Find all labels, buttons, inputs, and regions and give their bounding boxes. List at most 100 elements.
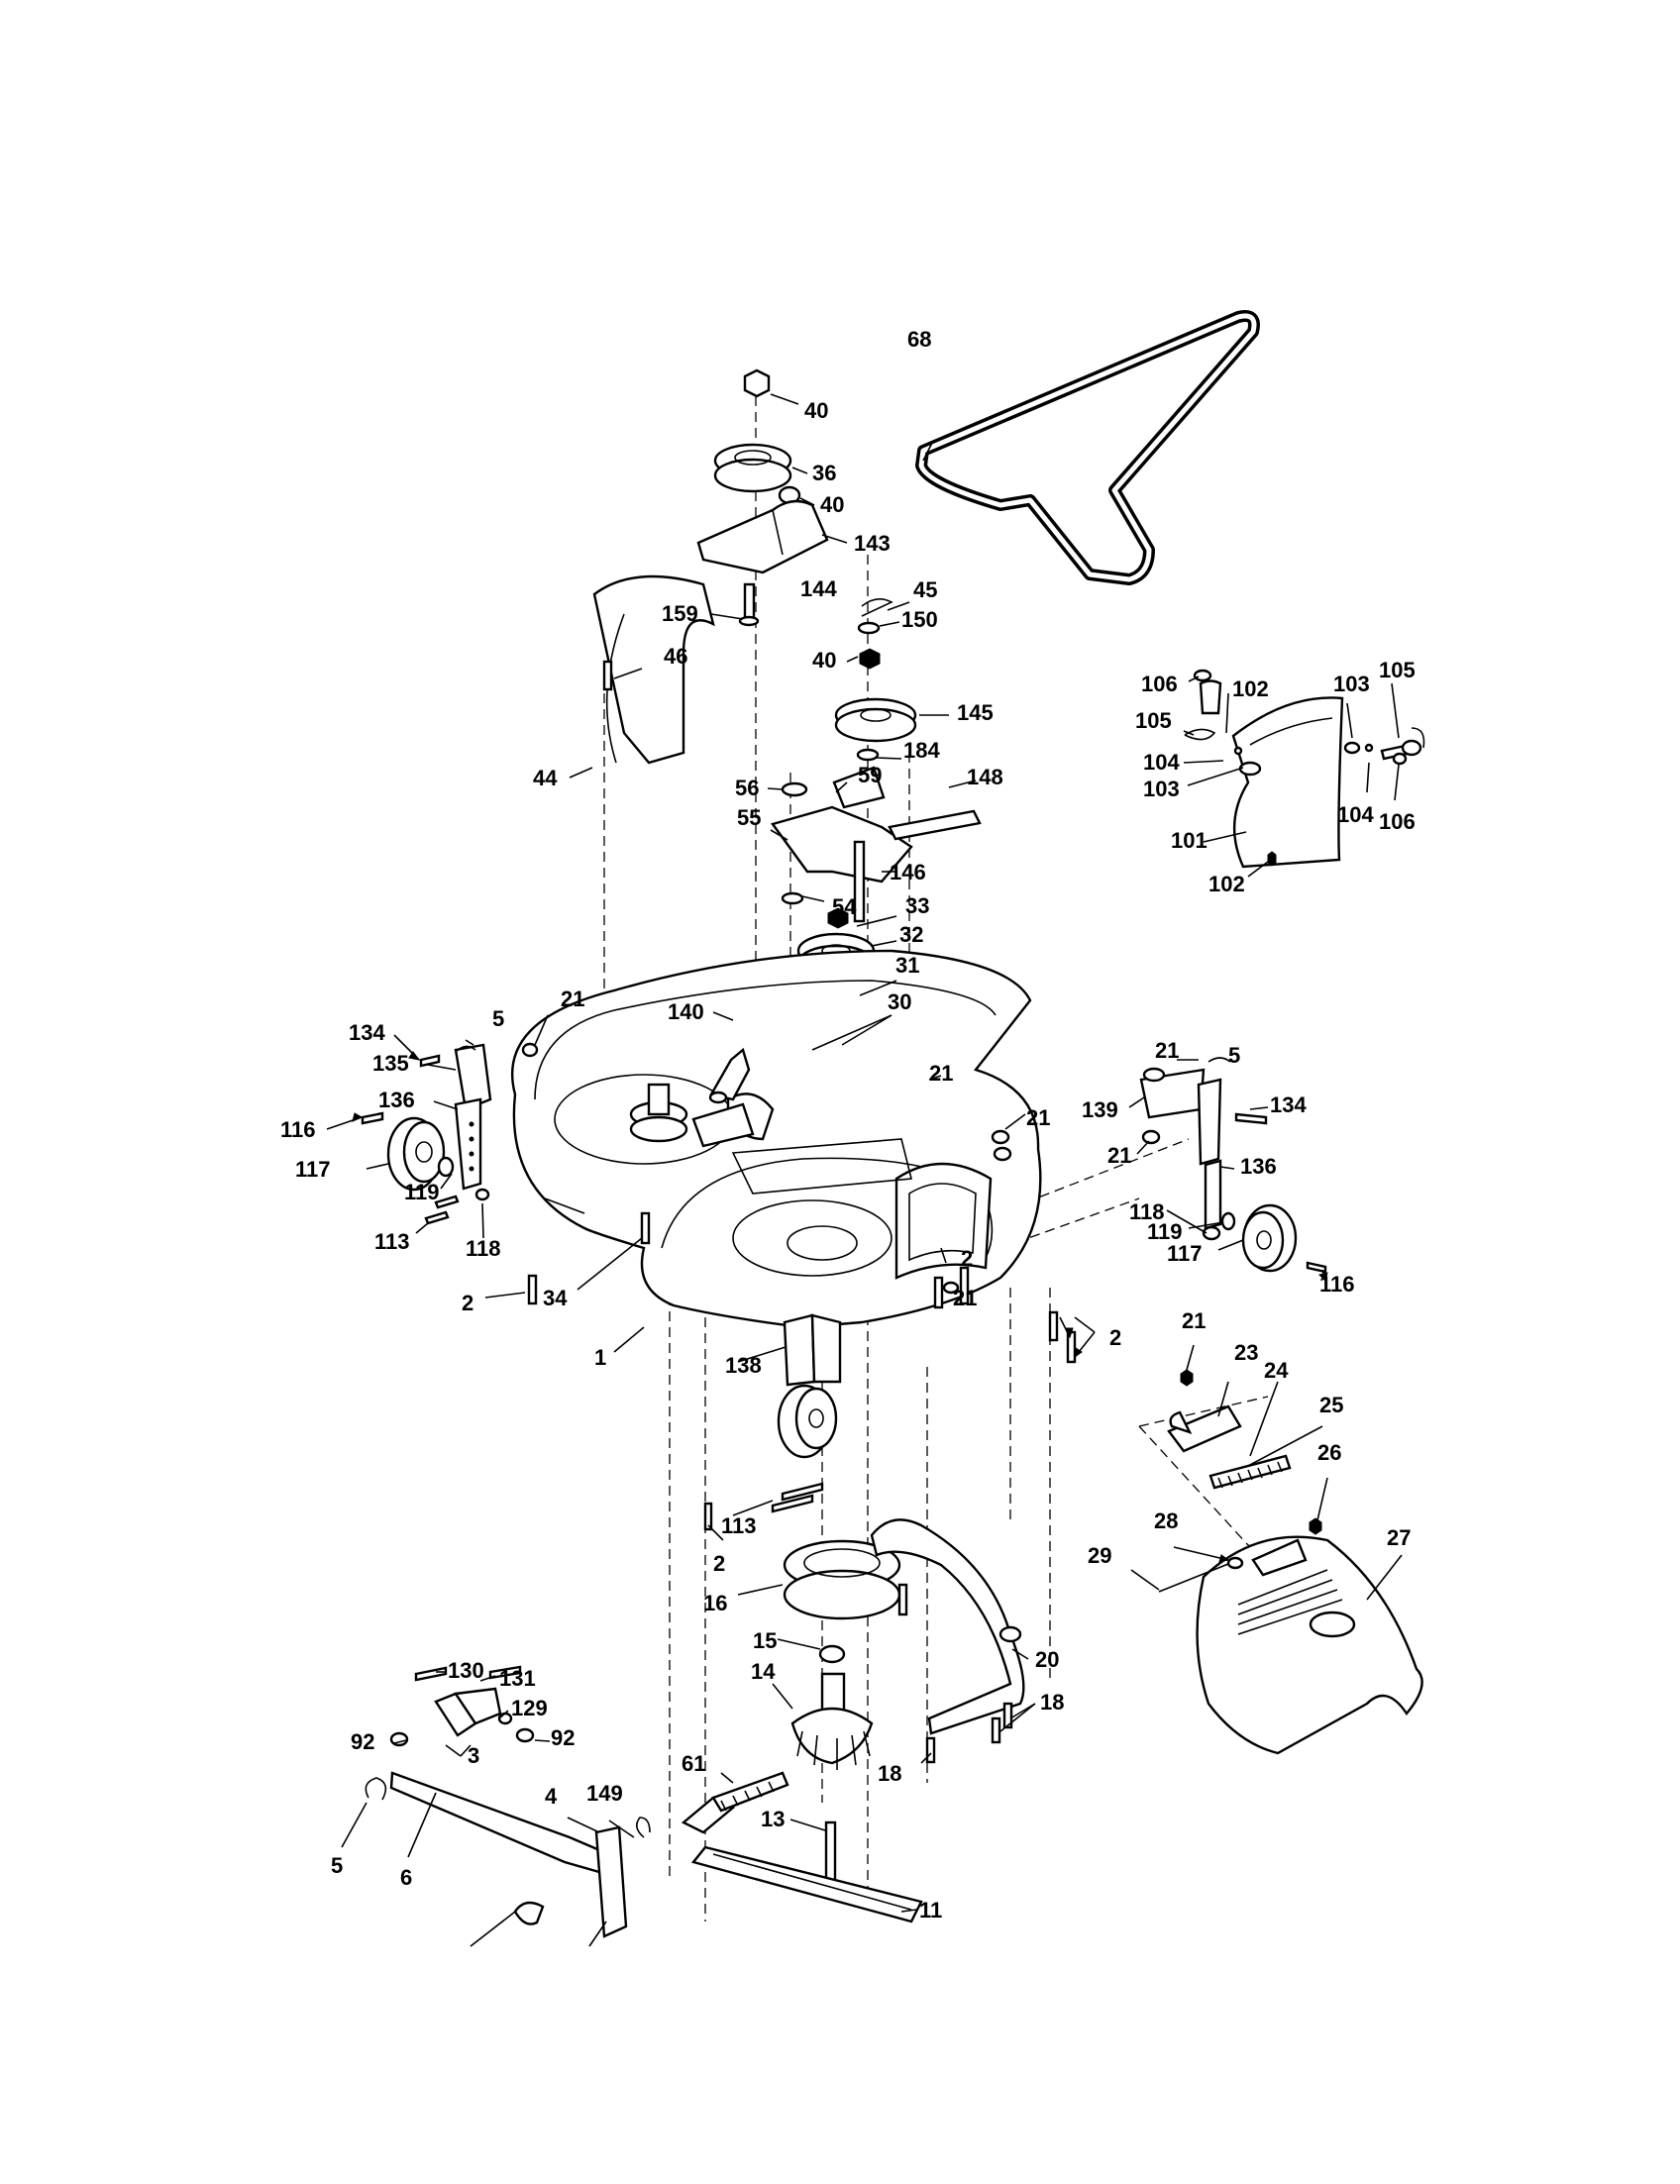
callout-3: 3 (468, 1743, 480, 1768)
idler-pulley-stack (696, 368, 829, 627)
leader-arrowheads (352, 1051, 1328, 1563)
callout-144: 144 (800, 576, 837, 601)
callout-159: 159 (662, 601, 698, 626)
callout-117-left: 117 (295, 1157, 331, 1182)
callout-18-left: 18 (878, 1761, 902, 1786)
callout-59: 59 (858, 763, 883, 787)
callout-36: 36 (812, 461, 837, 485)
callout-55: 55 (737, 805, 762, 830)
callout-119-left: 119 (404, 1180, 440, 1204)
callout-21-bracket: 21 (1182, 1308, 1207, 1333)
drive-belt-part (915, 310, 1260, 585)
callout-29: 29 (1088, 1543, 1112, 1568)
spindle-assembly (690, 1539, 923, 1924)
callout-23: 23 (1234, 1340, 1259, 1365)
callout-131: 131 (499, 1666, 536, 1691)
callout-18-right: 18 (1040, 1690, 1065, 1715)
callout-150: 150 (901, 607, 938, 632)
callout-40-low: 40 (812, 648, 837, 673)
callout-13: 13 (761, 1807, 786, 1831)
callout-106-a: 106 (1141, 672, 1178, 696)
callout-117-right: 117 (1167, 1241, 1203, 1266)
callout-2-right: 2 (1109, 1325, 1122, 1350)
callout-116-right: 116 (1319, 1272, 1355, 1297)
callout-135: 135 (372, 1051, 409, 1076)
callout-4: 4 (545, 1784, 558, 1809)
callout-5-bottom: 5 (331, 1853, 344, 1878)
callout-40-mid: 40 (820, 492, 845, 517)
right-wheel-assembly (991, 1057, 1327, 1274)
callout-11: 11 (919, 1898, 943, 1923)
callout-21-center: 21 (929, 1061, 954, 1086)
callout-15: 15 (753, 1628, 778, 1653)
callout-34: 34 (543, 1286, 568, 1310)
callout-27: 27 (1387, 1525, 1412, 1550)
chute-bracket-spring (1158, 1369, 1322, 1593)
callout-31: 31 (895, 953, 920, 978)
callout-130: 130 (448, 1658, 484, 1683)
callout-5-left: 5 (492, 1006, 505, 1031)
callout-54: 54 (832, 894, 857, 919)
callout-103-b: 103 (1143, 777, 1180, 801)
deflector-part (1184, 669, 1425, 869)
callout-149: 149 (586, 1781, 623, 1806)
callout-5-right: 5 (1228, 1043, 1241, 1068)
callout-92-left: 92 (351, 1729, 375, 1754)
callout-105-b: 105 (1135, 708, 1172, 733)
callout-102-b: 102 (1208, 872, 1245, 896)
callout-101: 101 (1171, 828, 1208, 853)
callout-25: 25 (1319, 1393, 1344, 1417)
leader-lines (326, 393, 1403, 1947)
callout-2-left: 2 (462, 1291, 474, 1315)
callout-143: 143 (854, 531, 891, 556)
callout-56: 56 (735, 776, 760, 800)
callout-118-left: 118 (466, 1236, 501, 1261)
callout-46: 46 (664, 644, 688, 669)
callout-146: 146 (890, 860, 926, 884)
callout-45: 45 (913, 577, 938, 602)
callout-138: 138 (725, 1353, 762, 1378)
front-wheel-assembly (527, 1211, 1077, 1531)
callout-118-right: 118 (1129, 1199, 1165, 1224)
callout-140: 140 (668, 999, 704, 1024)
callout-40-top: 40 (804, 398, 829, 423)
belt-guard-part (592, 574, 715, 765)
baffle-part (870, 1518, 1025, 1764)
callout-2-center: 2 (713, 1551, 726, 1576)
callout-106-b: 106 (1379, 809, 1416, 834)
callout-21-deck: 21 (953, 1286, 978, 1310)
callout-68: 68 (907, 327, 932, 352)
callout-136-left: 136 (378, 1088, 415, 1112)
callout-145: 145 (957, 700, 994, 725)
callout-102-a: 102 (1232, 676, 1269, 701)
callout-20: 20 (1035, 1647, 1060, 1672)
callout-148: 148 (967, 765, 1003, 789)
callout-24: 24 (1264, 1358, 1289, 1383)
callout-16: 16 (703, 1591, 728, 1615)
callout-113-center: 113 (721, 1513, 757, 1538)
callout-92-right: 92 (551, 1725, 576, 1750)
callout-33: 33 (905, 893, 930, 918)
lift-linkage (365, 1665, 789, 1938)
callout-21-right: 21 (1026, 1105, 1051, 1130)
callout-113-left: 113 (374, 1229, 410, 1254)
left-wheel-assembly (361, 1042, 539, 1225)
callout-30: 30 (888, 989, 912, 1014)
callout-119-right: 119 (1147, 1219, 1183, 1244)
callout-134-left: 134 (349, 1020, 385, 1045)
discharge-chute-part (1196, 1535, 1423, 1755)
callout-2-deck: 2 (961, 1246, 974, 1271)
callout-104-a: 104 (1143, 750, 1180, 775)
bracket-140-part (708, 1047, 751, 1104)
callout-139: 139 (1082, 1097, 1118, 1122)
callout-1: 1 (594, 1345, 607, 1370)
callout-21-left: 21 (561, 987, 585, 1011)
callout-32: 32 (899, 922, 924, 947)
callout-21-top-right: 21 (1155, 1038, 1180, 1063)
callout-105-a: 105 (1379, 658, 1416, 682)
callout-28: 28 (1154, 1508, 1179, 1533)
callout-134-right: 134 (1270, 1092, 1307, 1117)
callout-44: 44 (533, 766, 558, 790)
